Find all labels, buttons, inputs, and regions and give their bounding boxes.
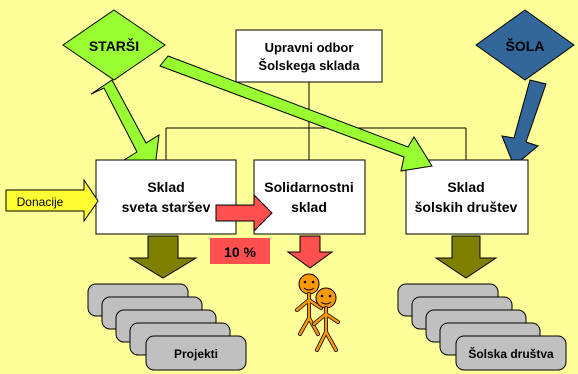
sklad-drustev-line1: Sklad — [447, 179, 484, 195]
sklad-sveta-starsev-node: Sklad sveta staršev — [95, 159, 237, 235]
upravni-odbor-line2: Šolskega sklada — [258, 58, 360, 73]
sklad-starsev-line2: sveta staršev — [122, 199, 211, 215]
starsi-node: STARŠI — [62, 9, 166, 81]
sklad-solskih-drustev-node: Sklad šolskih društev — [405, 159, 529, 235]
ten-percent-badge: 10 % — [210, 238, 270, 264]
projekti-stack: Projekti — [87, 283, 247, 371]
arrow-starsi-to-drustva — [159, 55, 433, 172]
sola-node: ŠOLA — [475, 9, 575, 81]
sola-label: ŠOLA — [506, 37, 545, 54]
arrow-ten-percent — [215, 193, 273, 233]
upravni-odbor-node: Upravni odbor Šolskega sklada — [235, 29, 383, 83]
solska-drustva-stack: Šolska društva — [397, 283, 567, 371]
person-figure — [295, 273, 323, 336]
starsi-label: STARŠI — [89, 37, 139, 54]
arrow-down-drustva — [434, 235, 498, 279]
solska-drustva-label: Šolska društva — [468, 346, 554, 361]
solidarnostni-line2: sklad — [291, 199, 327, 215]
arrow-down-solidarnostni — [286, 235, 334, 269]
person-figure — [312, 287, 340, 352]
sklad-drustev-line2: šolskih društev — [415, 199, 518, 215]
arrow-sola-to-sklad — [501, 79, 547, 167]
arrow-down-projekti — [128, 235, 198, 279]
arrow-starsi-to-sklad — [90, 79, 160, 168]
projekti-label: Projekti — [174, 347, 218, 361]
solidarnostni-sklad-node: Solidarnostni sklad — [253, 159, 366, 235]
solidarnostni-line1: Solidarnostni — [264, 179, 353, 195]
donacije-label: Donacije — [17, 195, 64, 209]
ten-percent-label: 10 % — [224, 244, 256, 260]
upravni-odbor-line1: Upravni odbor — [265, 40, 354, 55]
donacije-arrow: Donacije — [5, 178, 99, 223]
sklad-starsev-line1: Sklad — [147, 179, 184, 195]
people-figures-icon — [295, 273, 340, 352]
